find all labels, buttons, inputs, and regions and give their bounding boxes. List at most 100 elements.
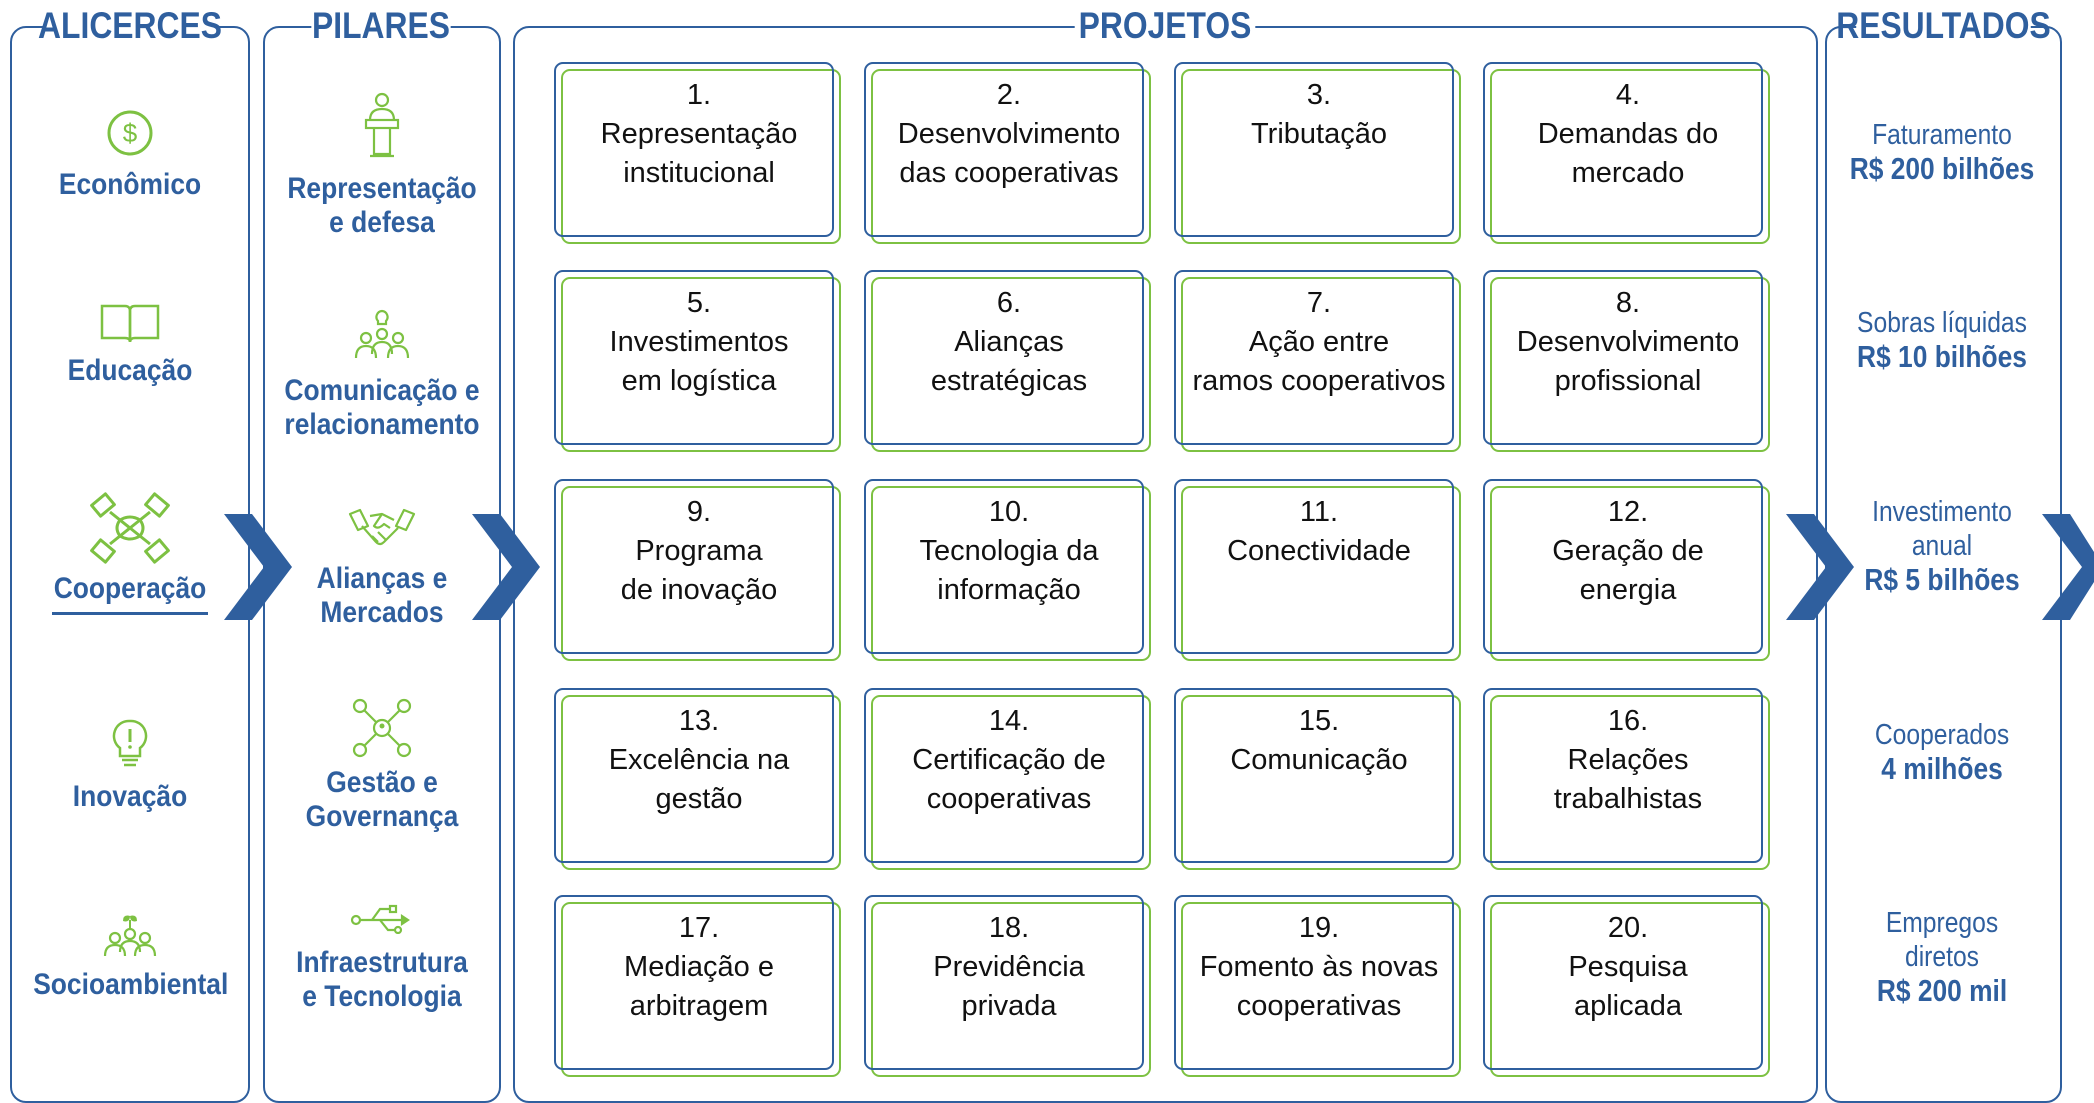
resultado-value: R$ 10 bilhões xyxy=(1857,339,2027,374)
project-title-line2: informação xyxy=(937,574,1081,606)
project-title-line1: Tributação xyxy=(1251,118,1387,150)
pilar-label-line2: Mercados xyxy=(320,596,444,629)
pilar-label-line2: Governança xyxy=(305,800,459,833)
project-title-line1: Pesquisa xyxy=(1568,951,1688,983)
project-title-line2: ramos cooperativos xyxy=(1192,365,1446,397)
project-title-line1: Fomento às novas xyxy=(1199,951,1439,983)
project-title-line1: Conectividade xyxy=(1227,535,1411,567)
alicerce-cooperacao: Cooperação xyxy=(20,492,240,615)
project-number: 3. xyxy=(1306,79,1332,111)
card-border-green xyxy=(561,902,841,1077)
card-border-blue xyxy=(1483,479,1763,654)
alicerce-inovacao: Inovação xyxy=(20,718,240,814)
arrow-right-icon xyxy=(224,514,292,620)
pilares-title: PILARES xyxy=(311,0,451,52)
card-border-green xyxy=(1490,69,1770,244)
card-text: 15.Comunicação xyxy=(1174,688,1464,873)
card-text: 3. Tributação xyxy=(1174,62,1464,247)
resultado-label-line2: anual xyxy=(1911,530,1973,562)
highlight-underline xyxy=(52,612,208,615)
pilar-label-line1: Infraestrutura xyxy=(296,946,468,979)
resultado-label: Cooperados xyxy=(1874,719,2010,751)
resultado-label-line2: diretos xyxy=(1904,941,1979,973)
card-border-green xyxy=(1490,486,1770,661)
project-title-line2: mercado xyxy=(1571,157,1685,189)
project-number: 9. xyxy=(686,496,712,528)
project-title-line1: Alianças xyxy=(954,326,1064,358)
resultado-empregos: Empregos diretos R$ 200 mil xyxy=(1826,906,2058,1008)
card-border-green xyxy=(1490,902,1770,1077)
project-number: 11. xyxy=(1299,496,1339,528)
pilar-label-line2: relacionamento xyxy=(284,408,480,441)
card-border-blue xyxy=(1174,62,1454,237)
card-text: 11. Conectividade xyxy=(1174,479,1464,664)
project-title-line2: arbitragem xyxy=(629,990,769,1022)
card-border-blue xyxy=(554,688,834,863)
project-title-line1: Geração de xyxy=(1552,535,1704,567)
alicerce-educacao: Educação xyxy=(20,302,240,388)
resultado-label: Sobras líquidas xyxy=(1857,307,2027,339)
card-border-green xyxy=(561,486,841,661)
card-border-blue xyxy=(1483,688,1763,863)
resultado-investimento: Investimento anual R$ 5 bilhões xyxy=(1826,495,2058,597)
open-book-icon xyxy=(100,304,160,343)
project-number: 5. xyxy=(686,287,712,319)
card-border-blue xyxy=(1174,895,1454,1070)
project-number: 16. xyxy=(1607,705,1649,737)
card-border-green xyxy=(1181,695,1461,870)
project-title-line2: aplicada xyxy=(1573,990,1683,1022)
card-border-blue xyxy=(554,270,834,445)
card-border-blue xyxy=(1483,895,1763,1070)
pilar-aliancas: Alianças e Mercados xyxy=(268,506,496,630)
card-border-green xyxy=(871,902,1151,1077)
project-card: 11. Conectividade xyxy=(1174,479,1461,661)
card-border-blue xyxy=(864,688,1144,863)
svg-text:$: $ xyxy=(123,118,138,148)
project-number: 1. xyxy=(686,79,712,111)
card-border-blue xyxy=(1174,479,1454,654)
project-title-line1: Desenvolvimento xyxy=(897,118,1121,150)
alicerce-economico: $ Econômico xyxy=(20,108,240,202)
resultado-sobras: Sobras líquidas R$ 10 bilhões xyxy=(1826,306,2058,374)
projetos-title: PROJETOS xyxy=(1074,0,1256,52)
project-title-line2: cooperativas xyxy=(1236,990,1402,1022)
project-card: 15.Comunicação xyxy=(1174,688,1461,870)
usb-icon xyxy=(350,904,410,934)
project-number: 19. xyxy=(1298,912,1340,944)
project-title-line2: cooperativas xyxy=(926,783,1092,815)
card-border-green xyxy=(1490,277,1770,452)
project-title-line2: energia xyxy=(1579,574,1677,606)
project-title-line2: de inovação xyxy=(620,574,778,606)
project-title-line2: estratégicas xyxy=(930,365,1088,397)
alicerce-label: Cooperação xyxy=(53,572,207,605)
arrow-right-icon xyxy=(2042,514,2094,620)
people-idea-icon xyxy=(354,309,410,359)
project-title-line2: gestão xyxy=(655,783,743,815)
card-border-green xyxy=(1490,695,1770,870)
project-title-line2: em logística xyxy=(621,365,777,397)
network-nodes-icon xyxy=(352,698,412,758)
alicerce-label: Educação xyxy=(67,354,193,387)
card-border-blue xyxy=(1174,688,1454,863)
project-number: 18. xyxy=(988,912,1030,944)
project-number: 10. xyxy=(988,496,1030,528)
